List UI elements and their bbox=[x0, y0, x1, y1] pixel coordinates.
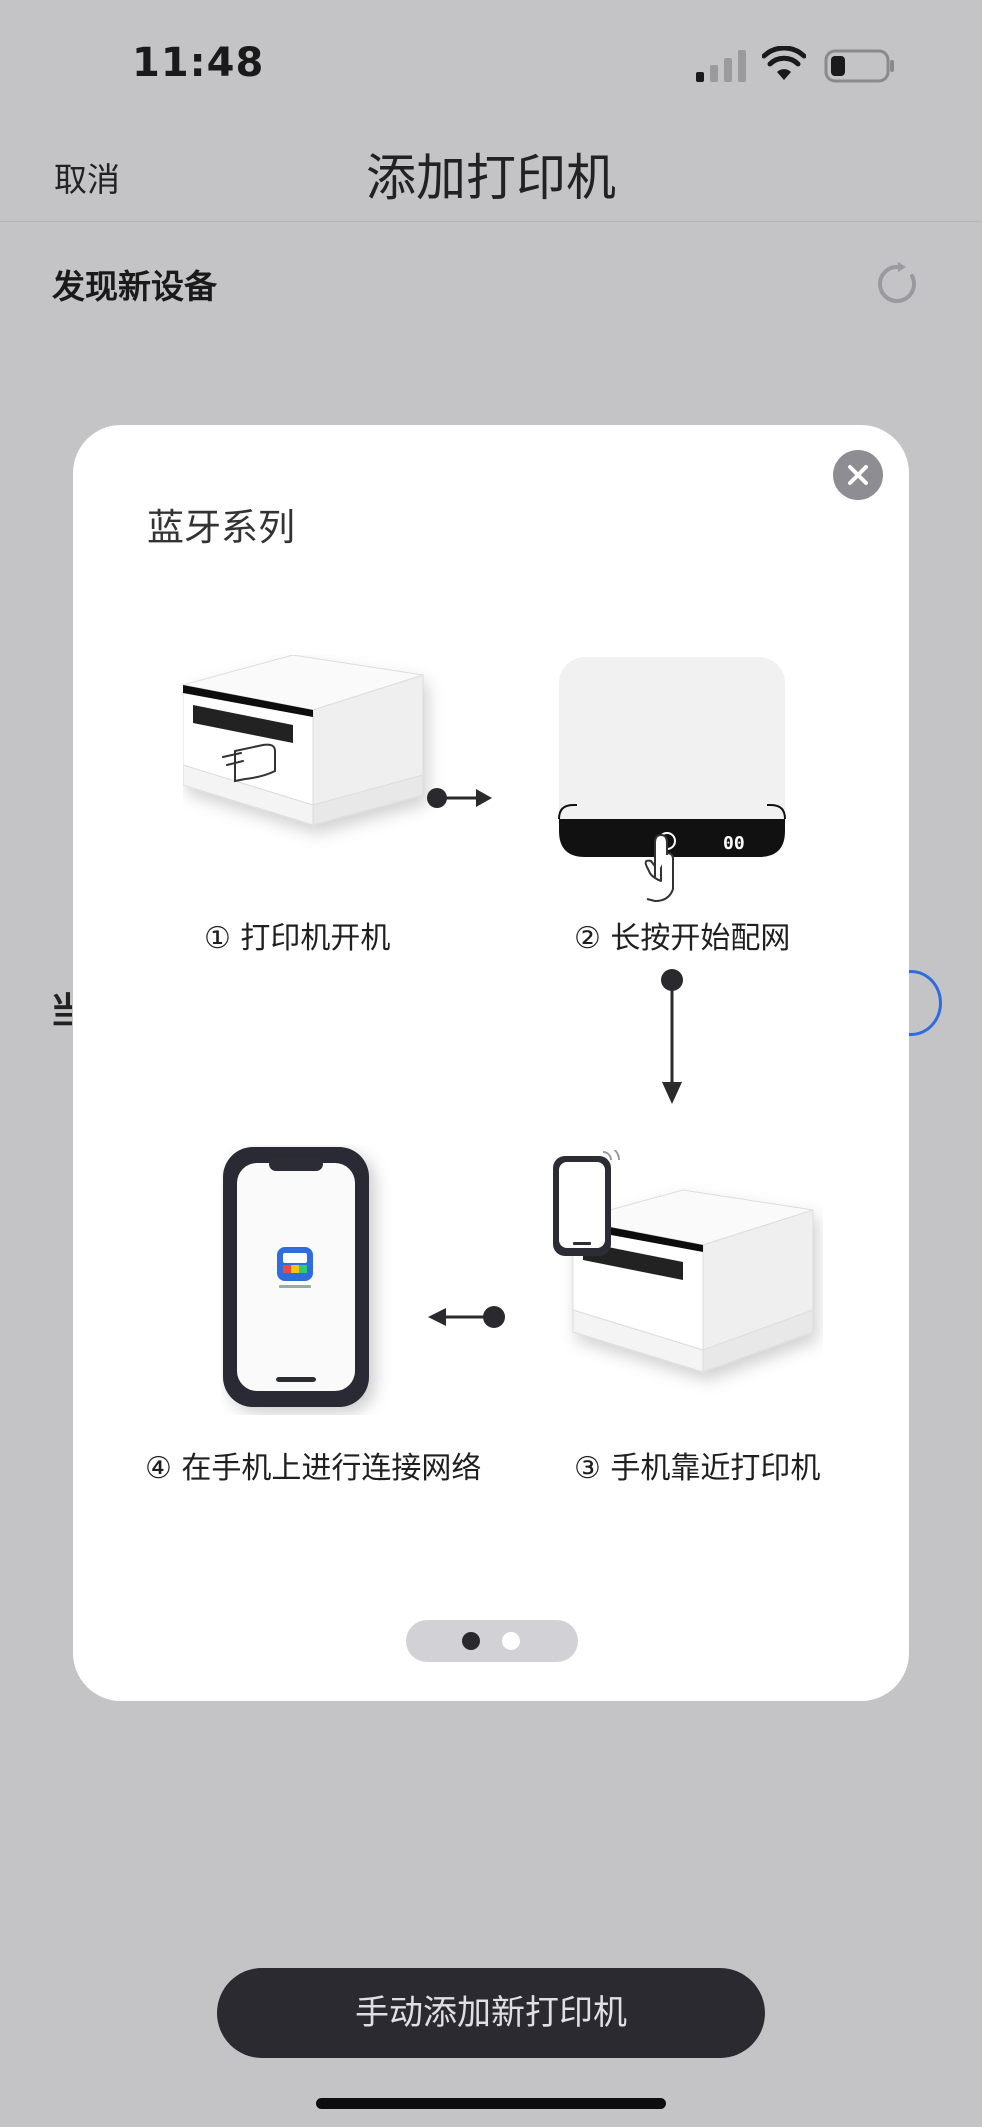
printer-power-on-illustration bbox=[183, 655, 424, 826]
page-dot-1[interactable] bbox=[462, 1632, 480, 1650]
home-indicator bbox=[316, 2098, 666, 2109]
discover-devices-title: 发现新设备 bbox=[52, 267, 217, 306]
arrow-down bbox=[661, 969, 683, 1104]
navigation-bar: 取消 添加打印机 bbox=[0, 120, 982, 222]
battery-icon bbox=[824, 49, 894, 83]
step-1-label: ① 打印机开机 bbox=[204, 921, 391, 956]
close-button[interactable] bbox=[833, 450, 883, 500]
partial-label: 当 bbox=[50, 991, 72, 1032]
manual-add-printer-button[interactable]: 手动添加新打印机 bbox=[217, 1968, 765, 2058]
close-icon bbox=[848, 465, 868, 485]
modal-title: 蓝牙系列 bbox=[147, 506, 295, 549]
wifi-icon bbox=[762, 46, 806, 80]
control-panel-illustration: 00 bbox=[558, 657, 786, 902]
panel-display-text: 00 bbox=[723, 833, 745, 854]
status-time: 11:48 bbox=[132, 40, 265, 86]
arrow-right-1 bbox=[427, 788, 492, 808]
refresh-icon[interactable] bbox=[876, 262, 920, 306]
arrow-left bbox=[428, 1306, 505, 1328]
page-indicator[interactable] bbox=[406, 1620, 578, 1662]
cancel-button[interactable]: 取消 bbox=[54, 160, 120, 199]
bluetooth-guide-modal: 蓝牙系列 00 ① 打印机开机 ② 长按开始配 bbox=[73, 425, 909, 1701]
phone-connect-illustration bbox=[223, 1147, 369, 1407]
partial-toggle[interactable] bbox=[880, 970, 942, 1036]
status-bar: 11:48 bbox=[0, 0, 982, 120]
cellular-signal-icon bbox=[696, 50, 746, 82]
step-3-label: ③ 手机靠近打印机 bbox=[574, 1451, 821, 1486]
step-4-label: ④ 在手机上进行连接网络 bbox=[145, 1451, 482, 1486]
page-dot-2[interactable] bbox=[502, 1632, 520, 1650]
step-2-label: ② 长按开始配网 bbox=[574, 921, 791, 956]
page-title: 添加打印机 bbox=[366, 149, 616, 207]
phone-near-printer-illustration bbox=[553, 1150, 814, 1373]
